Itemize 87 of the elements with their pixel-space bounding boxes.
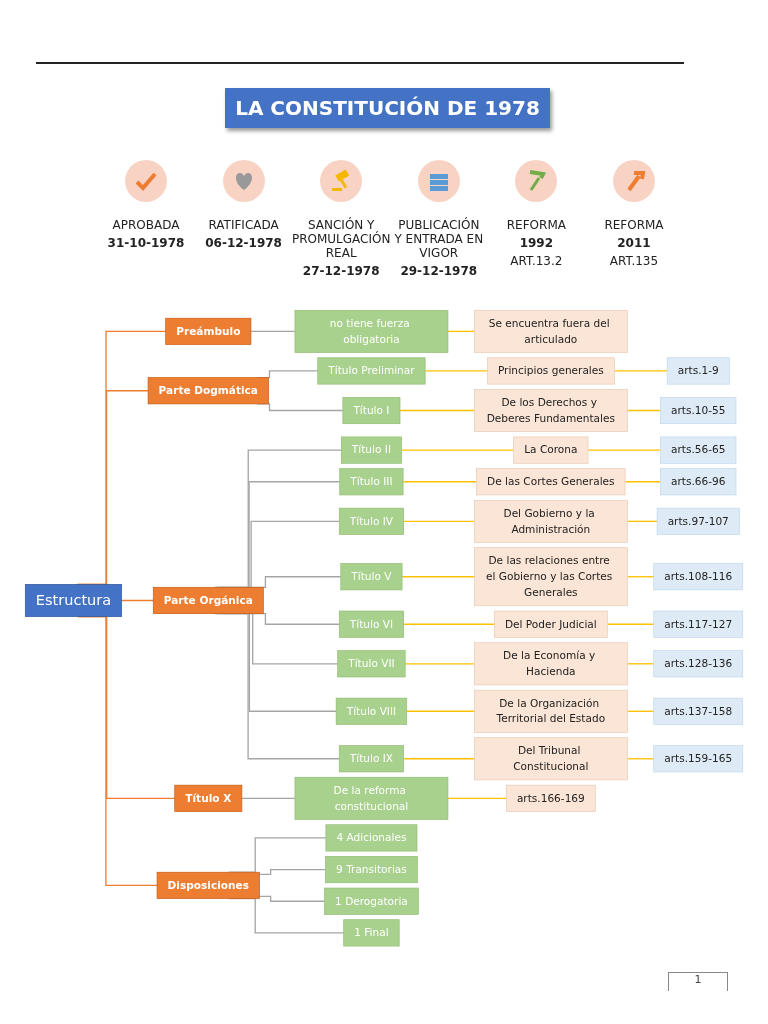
- connector: [447, 330, 475, 333]
- connector: [587, 449, 662, 451]
- date-label: 2011: [617, 236, 651, 250]
- node-box: Principios generales: [487, 357, 615, 385]
- date-label: 31-10-1978: [107, 236, 185, 250]
- connector: [404, 663, 475, 665]
- node-box: Título V: [340, 563, 403, 591]
- date-label: 29-12-1978: [400, 264, 478, 278]
- node-box: Del Gobierno y la Administración: [474, 499, 628, 543]
- node-box: De las Cortes Generales: [476, 468, 626, 496]
- node-box: Del Poder Judicial: [494, 610, 608, 638]
- node-box: arts.137-158: [653, 697, 744, 725]
- node-box: Se encuentra fuera del articulado: [474, 309, 628, 353]
- node-box: arts.166-169: [506, 784, 596, 812]
- event-label: RATIFICADA: [208, 218, 279, 232]
- node-box: Título X: [174, 784, 243, 812]
- node-box: Título IV: [338, 507, 404, 535]
- node-box: Título III: [339, 468, 404, 496]
- title-banner: LA CONSTITUCIÓN DE 1978: [225, 88, 550, 128]
- connector: [626, 520, 658, 522]
- connector: [626, 663, 655, 665]
- node-box: De los Derechos y Deberes Fundamentales: [474, 389, 628, 432]
- node-box: 9 Transitorias: [325, 856, 418, 884]
- node-box: Parte Orgánica: [152, 586, 264, 614]
- date-label: 06-12-1978: [205, 236, 282, 250]
- connector: [626, 758, 655, 760]
- connector: [401, 576, 475, 578]
- node-box: Título I: [342, 397, 401, 425]
- node-box: arts.117-127: [653, 610, 744, 638]
- connector: [402, 623, 496, 625]
- node-box: Título VII: [337, 650, 406, 678]
- node-box: Del Tribunal Constitucional: [474, 737, 628, 781]
- node-box: De la Economía y Hacienda: [474, 642, 628, 686]
- connector: [424, 370, 488, 372]
- date-label: 1992: [519, 236, 554, 250]
- node-box: no tiene fuerza obligatoria: [294, 309, 449, 353]
- node-box: arts.56-65: [660, 436, 737, 464]
- connector: [606, 623, 655, 625]
- event-label: REFORMA: [506, 218, 566, 232]
- node-box: De las relaciones entre el Gobierno y las Cortes Generales: [474, 547, 628, 607]
- node-box: De la reforma constitucional: [294, 776, 449, 820]
- event-label: ART.135: [609, 254, 659, 268]
- node-box: De la Organización Territorial del Estado: [474, 689, 628, 733]
- node-box: arts.128-136: [653, 650, 744, 678]
- connector: [626, 409, 662, 412]
- node-box: Parte Dogmática: [147, 377, 269, 405]
- event-label: REFORMA: [604, 218, 664, 232]
- connector: [613, 370, 668, 372]
- node-box: Título Preliminar: [317, 357, 426, 385]
- node-box: Título II: [340, 436, 402, 464]
- node-box: arts.108-116: [653, 563, 744, 591]
- node-box: Título VIII: [335, 697, 408, 725]
- connector: [241, 797, 296, 799]
- connector: [121, 599, 154, 602]
- event-label: PUBLICACIÓN Y ENTRADA EN VIGOR: [393, 218, 485, 260]
- connector: [250, 330, 296, 333]
- node-box: La Corona: [513, 436, 589, 464]
- connector: [626, 710, 655, 712]
- event-label: APROBADA: [112, 218, 180, 232]
- node-box: Estructura: [24, 584, 122, 617]
- page-number: 1: [668, 972, 728, 991]
- connector: [399, 409, 475, 412]
- connector: [402, 481, 478, 483]
- connector: [400, 449, 515, 451]
- node-box: arts.66-96: [660, 468, 737, 496]
- connector: [258, 895, 326, 902]
- date-label: 27-12-1978: [302, 264, 380, 278]
- connector: [624, 481, 662, 483]
- node-box: arts.10-55: [660, 397, 737, 425]
- event-label: SANCIÓN Y PROMULGACIÓN REAL: [291, 218, 391, 260]
- node-box: Preámbulo: [165, 317, 252, 345]
- connector: [402, 758, 475, 760]
- node-box: Título VI: [338, 610, 404, 638]
- node-box: 1 Derogatoria: [324, 887, 419, 915]
- connector: [447, 797, 507, 799]
- node-box: 4 Adicionales: [325, 824, 418, 852]
- connector: [406, 710, 475, 712]
- connector: [402, 520, 475, 522]
- node-box: arts.1-9: [666, 357, 730, 385]
- event-label: ART.13.2: [510, 254, 563, 268]
- node-box: Título IX: [338, 745, 404, 773]
- connector: [626, 576, 655, 578]
- node-box: arts.97-107: [656, 507, 740, 535]
- node-box: arts.159-165: [653, 745, 744, 773]
- node-box: Disposiciones: [156, 871, 260, 899]
- connector: [258, 868, 327, 875]
- node-box: 1 Final: [343, 919, 400, 947]
